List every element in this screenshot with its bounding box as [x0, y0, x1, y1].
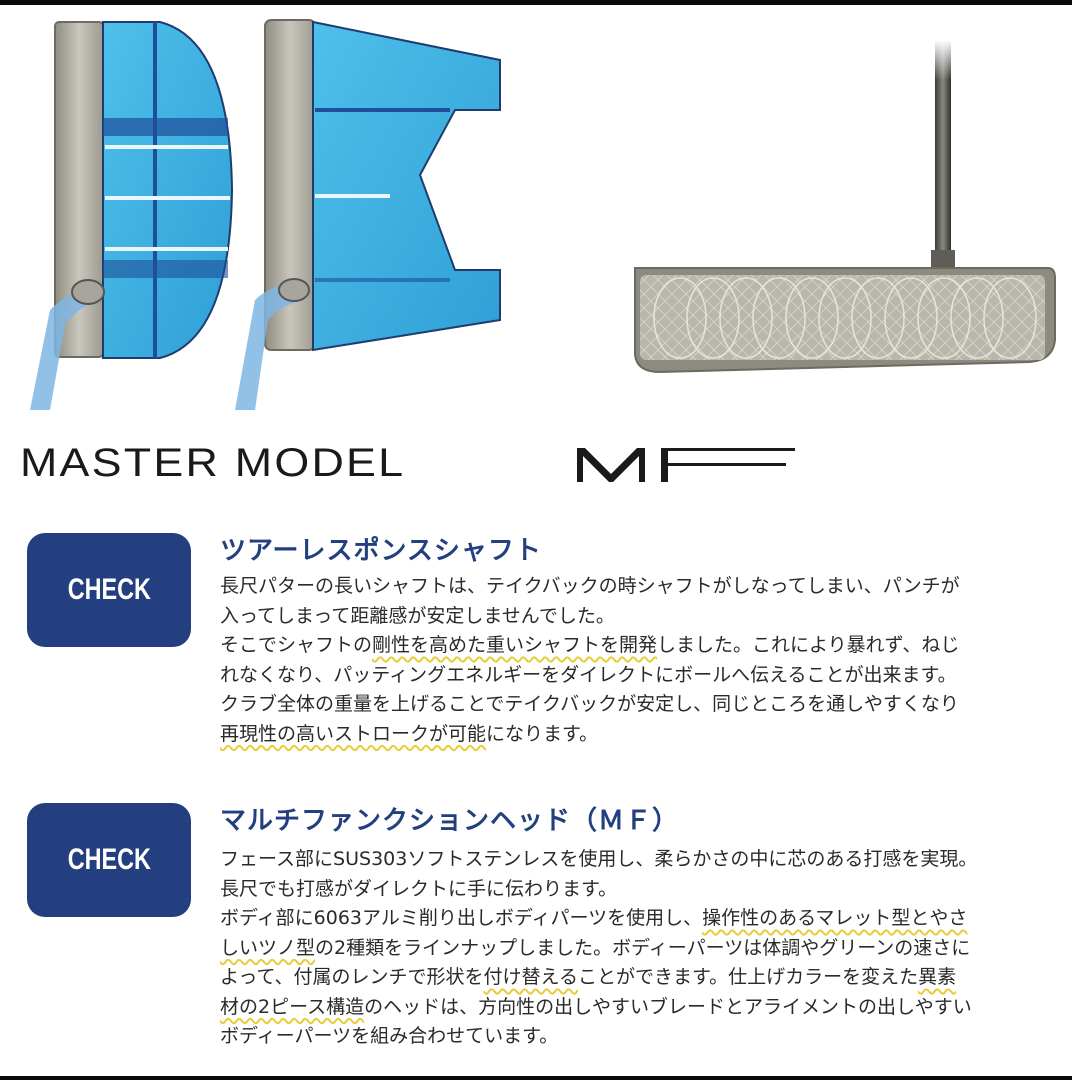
section-title: ツアーレスポンスシャフト: [220, 536, 542, 566]
text-segment: クラブ全体の重量を上げることでテイクバックが安定し、同じところを通しやすくなり: [220, 693, 959, 715]
highlighted-phrase: 異素: [918, 966, 957, 988]
product-logo: MASTER MODEL: [20, 436, 795, 490]
highlighted-phrase: 再現性の高いストロークが可能: [220, 722, 487, 745]
text-segment: ボディーパーツを組み合わせています。: [220, 1025, 559, 1047]
body-line: 材の2ピース構造のヘッドは、方向性の出しやすいブレードとアライメントの出しやすい: [220, 993, 977, 1023]
text-segment: の2種類をラインナップしました。ボディーパーツは体調やグリーンの速さに: [315, 936, 971, 959]
text-segment: 入ってしまって距離感が安定しませんでした。: [220, 604, 615, 627]
section-title: マルチファンクションヘッド（ＭＦ）: [220, 806, 680, 836]
body-line: フェース部にSUS303ソフトステンレスを使用し、柔らかさの中に芯のある打感を実…: [220, 845, 977, 875]
section-body: フェース部にSUS303ソフトステンレスを使用し、柔らかさの中に芯のある打感を実…: [220, 845, 977, 1052]
body-line: ボディ部に6063アルミ削り出しボディパーツを使用し、操作性のあるマレット型とや…: [220, 904, 977, 934]
body-line: しいツノ型の2種類をラインナップしました。ボディーパーツは体調やグリーンの速さに: [220, 934, 977, 964]
horn-putter-icon: [235, 19, 501, 410]
text-segment: ボディ部に6063アルミ削り出しボディパーツを使用し、: [220, 907, 703, 929]
mallet-putter-icon: [30, 21, 234, 410]
top-border: [0, 0, 1072, 5]
highlighted-phrase: 剛性を高めた重いシャフトを開発: [372, 634, 658, 656]
highlighted-phrase: 操作性のあるマレット型とやさ: [702, 907, 968, 929]
section-body: 長尺パターの長いシャフトは、テイクバックの時シャフトがしなってしまい、パンチが入…: [220, 572, 960, 749]
check-badge: CHECK: [27, 803, 191, 917]
text-segment: になります。: [486, 722, 599, 745]
text-segment: しました。これにより暴れず、ねじ: [657, 634, 960, 656]
face-putter-icon: [634, 40, 1056, 374]
product-name: MASTER MODEL: [20, 440, 406, 485]
text-segment: 長尺でも打感がダイレクトに手に伝わります。: [220, 877, 618, 900]
bottom-border: [0, 1076, 1072, 1080]
body-line: クラブ全体の重量を上げることでテイクバックが安定し、同じところを通しやすくなり: [220, 690, 960, 720]
highlighted-phrase: しいツノ型: [220, 936, 316, 959]
body-line: れなくなり、パッティングエネルギーをダイレクトにボールへ伝えることが出来ます。: [220, 661, 960, 691]
text-segment: よって、付属のレンチで形状を: [220, 966, 484, 988]
body-line: 入ってしまって距離感が安定しませんでした。: [220, 602, 960, 632]
check-label: CHECK: [67, 843, 151, 876]
mf-logo-mark: [577, 448, 795, 482]
body-line: そこでシャフトの剛性を高めた重いシャフトを開発しました。これにより暴れず、ねじ: [220, 631, 960, 661]
check-badge: CHECK: [27, 533, 191, 647]
body-line: 長尺でも打感がダイレクトに手に伝わります。: [220, 875, 977, 905]
putter-illustrations: [30, 19, 1056, 410]
check-label: CHECK: [67, 573, 151, 606]
body-line: よって、付属のレンチで形状を付け替えることができます。仕上げカラーを変えた異素: [220, 963, 977, 993]
body-line: ボディーパーツを組み合わせています。: [220, 1022, 977, 1052]
text-segment: そこでシャフトの: [220, 634, 373, 656]
text-segment: フェース部にSUS303ソフトステンレスを使用し、柔らかさの中に芯のある打感を実…: [220, 848, 978, 870]
body-line: 再現性の高いストロークが可能になります。: [220, 720, 960, 750]
product-images: [0, 5, 1072, 415]
text-segment: 長尺パターの長いシャフトは、テイクバックの時シャフトがしなってしまい、パンチが: [220, 575, 960, 597]
text-segment: れなくなり、パッティングエネルギーをダイレクトにボールへ伝えることが出来ます。: [220, 663, 957, 686]
text-segment: のヘッドは、方向性の出しやすいブレードとアライメントの出しやすい: [364, 995, 972, 1018]
text-segment: ことができます。仕上げカラーを変えた: [577, 966, 919, 988]
highlighted-phrase: 材の2ピース構造: [220, 995, 365, 1018]
body-line: 長尺パターの長いシャフトは、テイクバックの時シャフトがしなってしまい、パンチが: [220, 572, 960, 602]
highlighted-phrase: 付け替える: [483, 966, 578, 988]
